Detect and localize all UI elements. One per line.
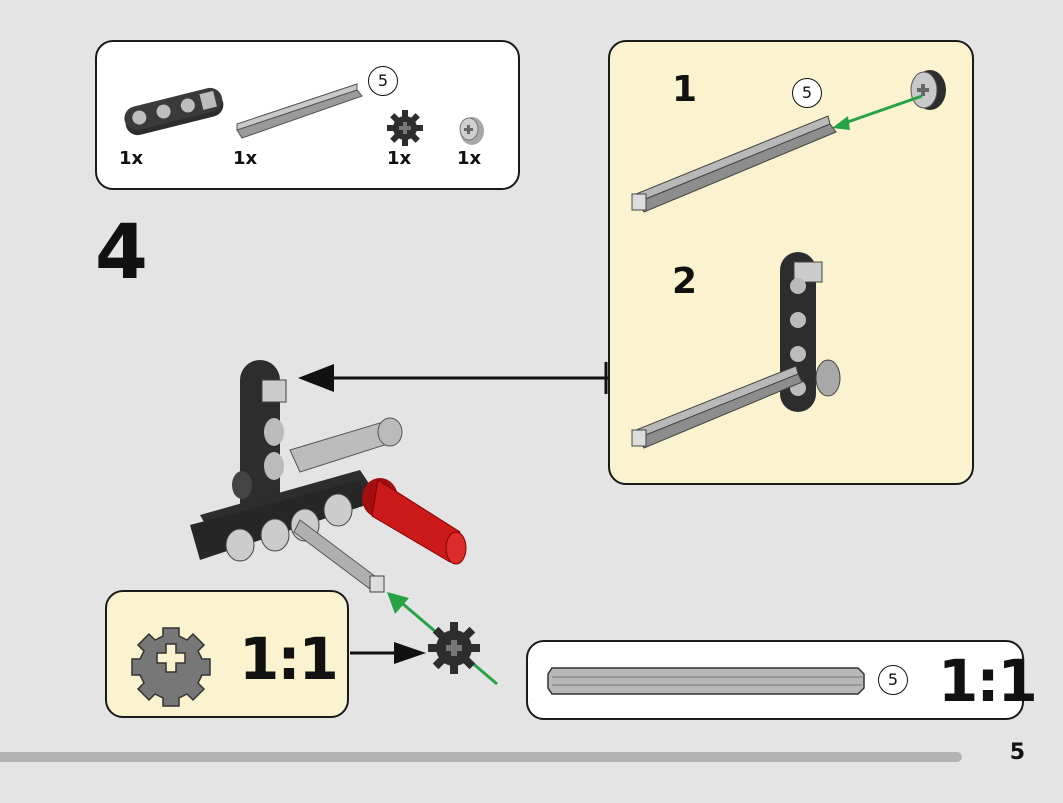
substep-2-number: 2 — [672, 261, 698, 302]
insert-arrow-icon — [832, 94, 923, 130]
axle-qty: 1x — [233, 148, 258, 169]
axle-length-badge: 5 — [878, 665, 908, 695]
subassembly-pointer-arrow — [298, 362, 608, 394]
step-number: 4 — [95, 207, 148, 296]
gear-outline-icon — [131, 627, 211, 707]
axle-scale-label: 1:1 — [938, 647, 1038, 715]
parts-list-panel: 1x 5 1x 1x 1x — [95, 40, 520, 190]
axle-scale-callout: 5 1:1 — [526, 640, 1038, 720]
axle-5-icon — [631, 115, 837, 213]
substep-1-axle-length-badge: 5 — [792, 78, 822, 108]
page-progress-bar — [0, 752, 962, 762]
bush-qty: 1x — [457, 148, 482, 169]
callout-pointer-arrow — [350, 642, 426, 664]
beam-3-icon — [124, 87, 224, 136]
main-assembly-illustration — [190, 360, 467, 593]
page-number: 5 — [1009, 740, 1025, 765]
substep-1-number: 1 — [672, 69, 698, 110]
beam-axle-assembly-icon — [631, 252, 841, 449]
gear-scale-callout: 1:1 — [105, 590, 349, 718]
bush-icon — [459, 117, 484, 145]
gear-scale-label: 1:1 — [239, 625, 339, 693]
gear-qty: 1x — [387, 148, 412, 169]
gear-8-tooth-icon — [387, 110, 423, 146]
beam-qty: 1x — [119, 148, 144, 169]
axle-5-icon — [547, 667, 865, 695]
axle-5-icon — [236, 83, 363, 139]
axle-length-badge: 5 — [368, 66, 398, 96]
gear-8-tooth-icon — [428, 622, 480, 674]
subassembly-callout: 1 5 2 — [608, 40, 974, 485]
